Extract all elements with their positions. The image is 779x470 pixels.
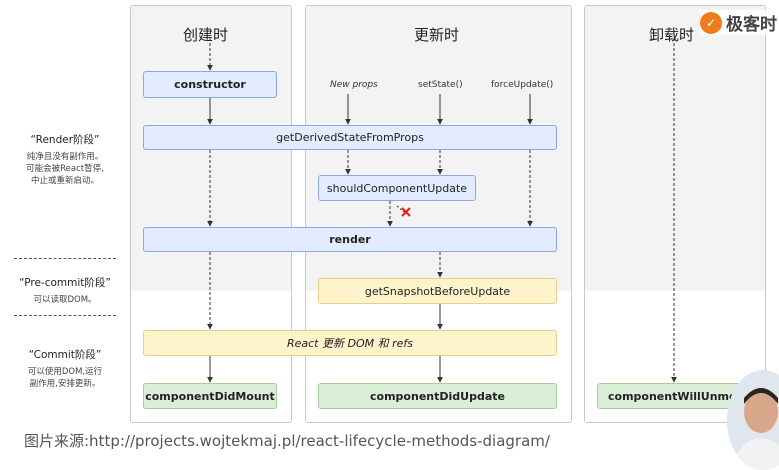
flow-arrows [207,38,677,383]
precommit-phase-title: “Pre-commit阶段” [19,277,111,289]
phase-divider [14,258,116,259]
render-phase-title: “Render阶段” [30,134,100,146]
trigger-new-props: New props [330,80,378,90]
render-phase-band [585,6,765,291]
component-will-unmount-box: componentWillUnmoun [597,383,752,409]
constructor-box: constructor [143,71,277,98]
react-update-dom-box: React 更新 DOM 和 refs [143,330,557,356]
source-caption: 图片来源:http://projects.wojtekmaj.pl/react-… [24,432,550,450]
arrow-scu-false-branch [396,205,405,213]
render-phase-desc: 纯净且没有副作用。 可能会被React暂停, 中止或重新启动。 [26,152,104,186]
should-component-update-box: shouldComponentUpdate [318,175,476,201]
trigger-set-state: setState() [418,80,463,90]
get-derived-state-box: getDerivedStateFromProps [143,125,557,150]
stop-x-icon [401,207,411,217]
unmount-column-title: 卸载时 [649,26,695,44]
logo-text: 极客时 [726,15,777,35]
geektime-logo-icon: ✓ [700,11,722,34]
commit-phase-title: “Commit阶段” [28,349,102,361]
component-did-update-box: componentDidUpdate [318,383,557,409]
presenter-avatar [727,370,779,470]
precommit-phase-desc: 可以读取DOM。 [33,295,97,305]
render-box: render [143,227,557,252]
commit-phase-desc: 可以使用DOM,运行 副作用,安排更新。 [27,367,103,389]
get-snapshot-box: getSnapshotBeforeUpdate [318,278,557,304]
presenter-face-icon [727,370,779,470]
geektime-logo: ✓ 极客时 [700,10,779,35]
mount-column-title: 创建时 [183,26,229,44]
unmount-column: 卸载时 [584,5,766,423]
component-did-mount-box: componentDidMount [143,383,277,409]
update-column-title: 更新时 [414,26,460,44]
phase-divider [14,315,116,316]
trigger-force-update: forceUpdate() [491,80,554,90]
